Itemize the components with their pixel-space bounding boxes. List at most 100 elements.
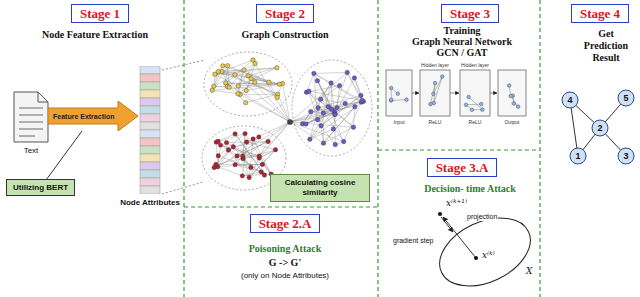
mini-vertex	[512, 102, 516, 106]
graph-edge	[222, 71, 278, 94]
gradient-arrow	[443, 217, 476, 258]
graph-edge	[278, 94, 290, 122]
mini-vertex	[389, 98, 393, 102]
callout-number: 2	[592, 122, 608, 134]
graph-edge	[306, 83, 331, 124]
text-label: Input	[393, 119, 404, 125]
graph-edge	[247, 122, 290, 142]
graph-vertex	[333, 112, 337, 116]
graph-edge	[310, 99, 321, 139]
graph-vertex	[266, 139, 270, 143]
text-label: ReLU	[469, 119, 482, 125]
graph-vertex	[315, 118, 319, 122]
graph-vertex	[242, 68, 246, 72]
text-label: ReLU	[429, 119, 442, 125]
stage-box: Stage 3.A	[427, 158, 498, 177]
mini-vertex	[479, 102, 483, 106]
graph-edge	[226, 83, 246, 103]
graph-vertex	[253, 80, 257, 84]
graph-edge	[243, 122, 290, 159]
graph-edge	[290, 122, 344, 142]
graph-edge	[240, 94, 290, 122]
graph-edge	[218, 141, 261, 172]
graph-edge	[251, 79, 279, 85]
vector-cell	[140, 114, 160, 122]
result-graph	[562, 90, 634, 164]
mini-edge	[469, 97, 483, 110]
graph-edge	[306, 109, 332, 124]
flow-arrow	[490, 93, 497, 94]
graph-vertex	[618, 148, 634, 164]
callout-number: 3	[618, 150, 634, 162]
projection-illustration	[429, 205, 541, 297]
mini-vertex	[432, 92, 436, 96]
node-text: Node Attributes	[120, 198, 180, 207]
text-label: X	[526, 266, 532, 277]
mini-vertex	[481, 108, 485, 112]
graph-edge	[237, 155, 259, 156]
graph-edge	[290, 122, 323, 143]
graph-edge	[353, 107, 354, 127]
graph-edge	[235, 165, 261, 172]
text-line	[19, 107, 43, 109]
text-label: Graph Construction	[242, 29, 329, 40]
graph-vertex	[287, 119, 292, 124]
graph-edge	[290, 72, 347, 122]
text-line	[19, 121, 43, 123]
graph-vertex	[224, 140, 228, 144]
text-label: Decision- time Attack	[424, 183, 516, 194]
graph-vertex	[326, 105, 330, 109]
graph-edge	[309, 91, 318, 120]
graph-edge	[259, 122, 290, 158]
vector-cell	[140, 154, 160, 162]
graph-vertex	[262, 173, 266, 177]
graph-vertex	[260, 162, 264, 166]
graph-vertex	[251, 137, 255, 141]
graph-edge	[235, 134, 264, 175]
text-label: Training	[443, 25, 480, 36]
vector-cell	[140, 170, 160, 178]
point	[474, 256, 478, 260]
text-label: Text	[24, 146, 39, 156]
graph-edge	[237, 141, 268, 155]
stage-separators	[184, 0, 540, 297]
graph-edge	[255, 82, 277, 97]
graph-vertex	[216, 139, 220, 143]
graph-edge	[246, 94, 278, 102]
graph-edge	[259, 150, 275, 158]
graph-vertex	[359, 93, 363, 97]
graph-edge	[214, 141, 268, 167]
graph-edge	[290, 115, 335, 122]
text-label: G -> G'	[269, 257, 301, 268]
graph-edge	[228, 150, 249, 178]
vector-bar	[139, 66, 161, 194]
document-fold	[38, 92, 48, 102]
graph-vertex	[360, 98, 364, 102]
graph-vertex	[333, 142, 337, 146]
graph-vertex	[331, 127, 335, 131]
text-line	[19, 135, 35, 137]
graph-vertex	[321, 111, 325, 115]
document-icon	[14, 92, 48, 142]
text-label: Poisoning Attack	[249, 243, 322, 254]
graph-edge	[215, 68, 277, 74]
graph-edge	[310, 129, 333, 139]
mini-edge	[391, 99, 406, 101]
mini-vertex	[396, 92, 400, 96]
graph-edge	[218, 72, 277, 95]
attribute-leaders	[162, 60, 205, 194]
graph-edge	[347, 72, 362, 100]
graph-vertex	[235, 154, 239, 158]
graph-vertex	[275, 66, 279, 70]
vector-cell	[140, 66, 160, 74]
graph-vertex	[337, 83, 341, 87]
graph-edge	[259, 122, 290, 156]
graph-edge	[309, 91, 335, 114]
graph-vertex	[304, 122, 308, 126]
graph-edge	[323, 107, 354, 143]
mini-vertex	[432, 101, 436, 105]
graph-edge	[218, 134, 235, 141]
graph-vertex	[247, 175, 251, 179]
graph-edge	[321, 83, 331, 126]
stage-title: Stage 2	[265, 6, 305, 21]
